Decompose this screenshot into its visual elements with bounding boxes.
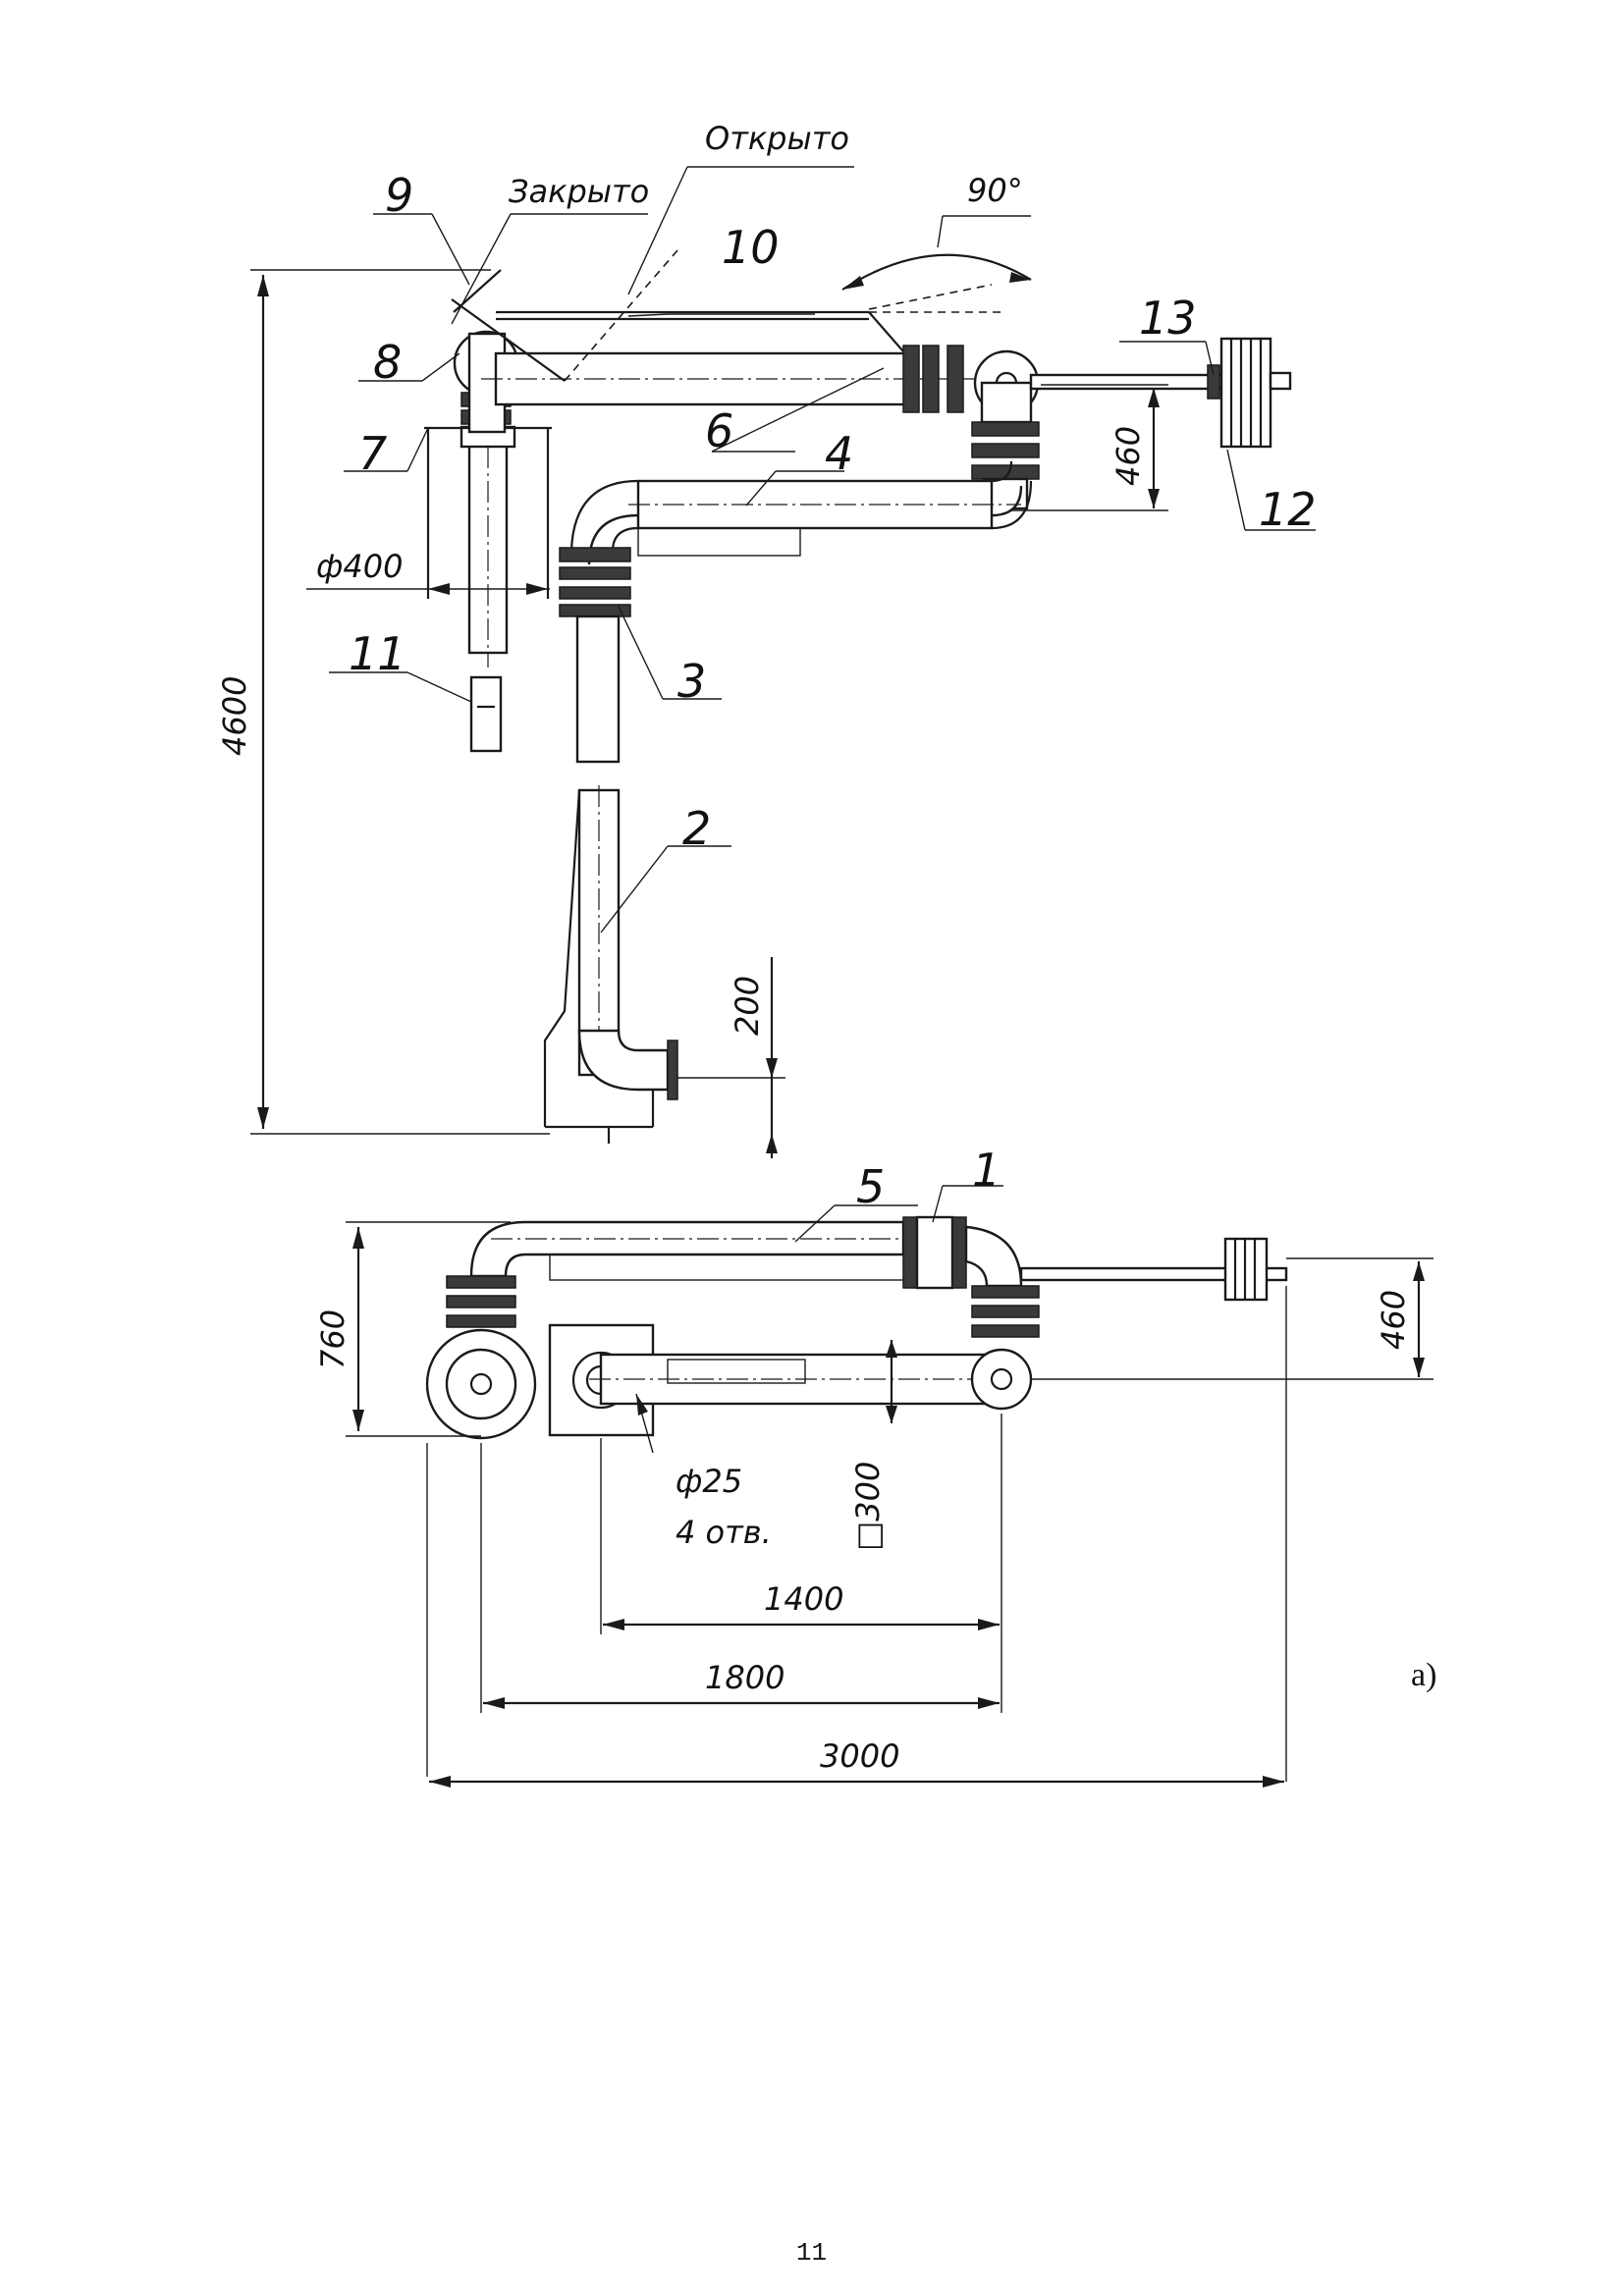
part-number: 2 bbox=[682, 802, 711, 855]
dim-pipe-diameter: ф400 bbox=[316, 548, 403, 585]
label-closed: Закрыто bbox=[509, 173, 649, 210]
elevation-view bbox=[250, 166, 1316, 1158]
part-number: 7 bbox=[358, 427, 387, 480]
plan-view bbox=[346, 1185, 1434, 1788]
dim-height-total: 4600 bbox=[216, 676, 253, 756]
part-number: 1 bbox=[972, 1144, 1001, 1197]
part-number: 10 bbox=[722, 221, 780, 274]
dim-span-3000: 3000 bbox=[820, 1737, 899, 1775]
dim-hole-diameter: ф25 bbox=[676, 1463, 742, 1500]
dim-base-square: □300 bbox=[849, 1462, 887, 1551]
part-number: 3 bbox=[677, 655, 706, 708]
part-number: 6 bbox=[705, 404, 733, 457]
dim-riser-offset: 460 bbox=[1109, 426, 1147, 486]
dim-plan-offset: 460 bbox=[1375, 1290, 1412, 1350]
dim-plan-width: 760 bbox=[314, 1309, 352, 1369]
figure-label: а) bbox=[1411, 1657, 1437, 1693]
part-number: 4 bbox=[825, 427, 853, 480]
label-angle: 90° bbox=[967, 172, 1023, 209]
dim-hole-count: 4 отв. bbox=[676, 1514, 772, 1551]
part-number: 8 bbox=[373, 336, 402, 389]
part-number: 5 bbox=[856, 1160, 885, 1213]
dim-span-1400: 1400 bbox=[764, 1580, 843, 1618]
part-number: 9 bbox=[385, 169, 413, 222]
part-number: 12 bbox=[1259, 483, 1317, 536]
part-number: 11 bbox=[349, 627, 406, 680]
page-number: 11 bbox=[795, 2238, 828, 2268]
drawing-text: Открыто Закрыто 90° 1 2 3 4 5 6 7 8 9 10… bbox=[216, 120, 1412, 1775]
dim-span-1800: 1800 bbox=[705, 1659, 784, 1696]
label-open: Открыто bbox=[705, 120, 849, 157]
part-number: 13 bbox=[1139, 292, 1197, 345]
dim-outlet-height: 200 bbox=[729, 976, 766, 1036]
